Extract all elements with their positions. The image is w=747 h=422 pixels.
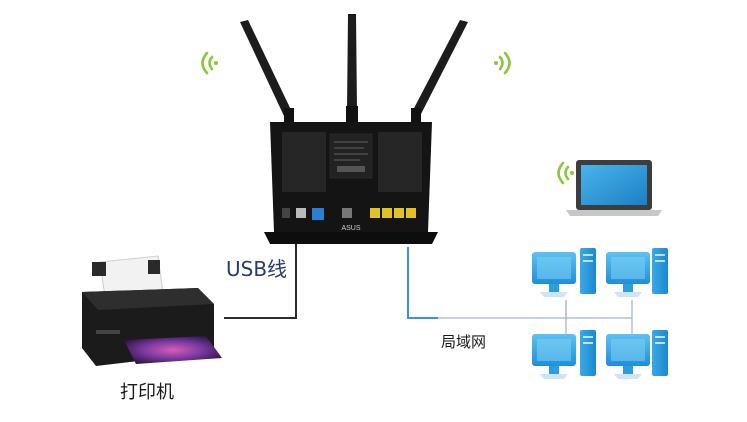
- usb-cable: [224, 233, 297, 319]
- router-brand: ASUS: [341, 225, 360, 232]
- wifi-signal-icon: [557, 161, 574, 185]
- printer-label: 打印机: [120, 382, 174, 403]
- wifi-signal-icon: [201, 51, 218, 75]
- usb-cable-label: USB线: [226, 257, 288, 281]
- desktop-computer-icon: [532, 248, 596, 297]
- laptop-icon: [566, 160, 662, 216]
- lan-cable: [407, 247, 438, 319]
- router-icon: ASUS: [240, 14, 468, 244]
- wifi-signal-icon: [494, 51, 511, 75]
- lan-label: 局域网: [441, 333, 487, 351]
- desktop-computer-icon: [606, 248, 668, 297]
- desktop-computer-icon: [606, 330, 668, 379]
- desktop-computer-icon: [532, 330, 596, 379]
- printer-icon: [82, 255, 222, 366]
